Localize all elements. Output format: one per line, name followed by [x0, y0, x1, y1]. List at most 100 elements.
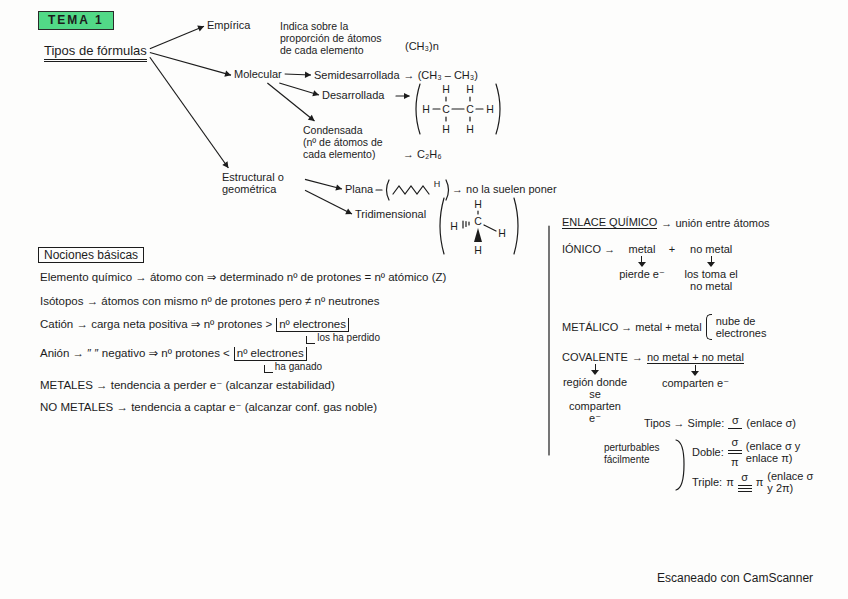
- definition-node: Indica sobre la proporción de átomos de …: [280, 20, 390, 56]
- text-column: nº electronesha ganado: [234, 347, 322, 373]
- node-note: (nº de átomos de cada elemento): [303, 136, 399, 160]
- placement: H: [472, 244, 484, 256]
- node-label: Indica sobre la proporción de átomos de …: [280, 20, 390, 56]
- note-text: → no la suelen poner: [452, 183, 557, 195]
- bond-symbol-text: π: [726, 476, 734, 488]
- bond-line: [738, 485, 752, 486]
- connector-arrow: [279, 83, 319, 96]
- bond-line: [728, 453, 742, 454]
- placement: Plana: [345, 183, 373, 195]
- arrow-head: [305, 72, 311, 78]
- atom-symbol: H: [472, 244, 484, 256]
- formula-text: → C₂H₆: [403, 148, 442, 160]
- placement: METÁLICO → metal + metalnube de electron…: [562, 314, 774, 340]
- note-text: Triple:: [692, 476, 722, 488]
- text-row: Condensada(nº de átomos de cada elemento…: [303, 124, 442, 160]
- curly-brace: [706, 314, 712, 340]
- bond-lines: [433, 108, 483, 109]
- concept-node: Tridimensional: [355, 208, 426, 220]
- text-column: nº electroneslos ha perdido: [276, 318, 380, 344]
- connector-line: [150, 26, 204, 49]
- note-text: (enlace σ y 2π): [767, 470, 821, 494]
- zigzag-chain: [393, 186, 429, 194]
- note-text: no metal: [690, 243, 732, 255]
- connector-line: [305, 190, 352, 214]
- arrow-head: [345, 208, 352, 214]
- concept-node: Condensada(nº de átomos de cada elemento…: [303, 124, 399, 160]
- topic-node: Tipos de fórmulas: [44, 43, 147, 62]
- text-row: ENLACE QUÍMICO→ unión entre átomos: [562, 216, 770, 229]
- placement: Empírica: [207, 19, 250, 31]
- atom-symbol: H: [484, 103, 496, 115]
- down-arrow: [691, 365, 699, 376]
- text-row: Tipos → Simple:σ(enlace σ): [644, 414, 796, 431]
- concept-node: Molecular: [234, 68, 282, 80]
- placement: H: [464, 83, 476, 95]
- parenthesis: [387, 180, 390, 200]
- concept-node: Empírica: [207, 19, 250, 31]
- dash-line: [376, 189, 382, 190]
- placement: NO METALES → tendencia a captar e⁻ (alca…: [40, 401, 377, 413]
- text-column: σπ: [728, 436, 742, 468]
- placement: → no la suelen poner: [452, 183, 557, 195]
- arrow-head: [707, 262, 715, 267]
- placement: Desarrollada: [322, 89, 384, 101]
- placement: C: [440, 103, 452, 115]
- text-row: los ha perdido: [276, 332, 380, 344]
- solid-wedge: [474, 228, 482, 242]
- atom-symbol: H: [431, 178, 443, 190]
- text-column: no metallos toma el no metal: [679, 243, 743, 292]
- note-text: METALES → tendencia a perder e⁻ (alcanza…: [40, 379, 335, 391]
- placement: Escaneado con CamScanner: [657, 572, 813, 584]
- note-text: comparten e⁻: [662, 377, 729, 389]
- connector-arrow: [150, 57, 229, 168]
- note-text: no metal + no metal: [647, 351, 744, 364]
- side-note: ha ganado: [275, 361, 322, 373]
- text-row: Triple:πσπ(enlace σ y 2π): [692, 470, 821, 494]
- note-text: nº electrones: [234, 347, 307, 361]
- bond-line: [738, 491, 752, 492]
- arrow-head: [691, 371, 699, 376]
- bond-symbol: [728, 448, 742, 456]
- note-text: COVALENTE: [562, 351, 628, 363]
- connector-arrow: [150, 26, 204, 49]
- placement: H: [484, 103, 496, 115]
- brace-line: [676, 440, 684, 490]
- placement: Molecular: [234, 68, 282, 80]
- note-text: Anión → ″ ″ negativo ⇒ nº protones <: [40, 347, 230, 359]
- placement: TEMA 1: [38, 11, 114, 30]
- sketch-lines: [376, 84, 684, 490]
- placement: Tridimensional: [355, 208, 426, 220]
- arrow-head: [197, 26, 204, 32]
- placement: IÓNICO →metalpierde e⁻+no metallos toma …: [562, 243, 743, 292]
- placement: H: [448, 220, 460, 232]
- placement: Doble:σπ(enlace σ y enlace π): [692, 436, 810, 468]
- hook-arrow: [264, 365, 273, 373]
- note-text: → unión entre átomos: [661, 217, 769, 229]
- bond-line: [728, 450, 742, 451]
- text-column: COVALENTE región donde se comparten e⁻: [562, 351, 628, 424]
- atom-symbol: C: [440, 103, 452, 115]
- placement: Isótopos → átomos con mismo nº de proton…: [40, 295, 379, 307]
- placement: H: [464, 123, 476, 135]
- bond-line: [738, 488, 752, 489]
- text-row: Semidesarrollada→ (CH₃ – CH₃): [314, 69, 478, 81]
- placement: Tipos → Simple:σ(enlace σ): [644, 414, 796, 431]
- arrow-head: [224, 71, 231, 77]
- text-row: Doble:σπ(enlace σ y enlace π): [692, 436, 810, 468]
- placement: perturbables fácilmente: [604, 442, 672, 466]
- bond-symbol-text: σ: [732, 414, 739, 426]
- arrow-head: [638, 262, 646, 267]
- note-text: METÁLICO → metal + metal: [562, 321, 702, 333]
- note-text: metal: [629, 243, 656, 255]
- note-text: (enlace σ): [746, 417, 796, 429]
- placement: Catión → carga neta positiva ⇒ nº proton…: [40, 318, 380, 344]
- placement: ENLACE QUÍMICO→ unión entre átomos: [562, 216, 770, 229]
- bond-lines: [477, 211, 478, 214]
- note-text: Isótopos → átomos con mismo nº de proton…: [40, 295, 379, 307]
- bond-lines: [484, 225, 496, 231]
- arrow-head: [222, 161, 228, 168]
- note-text: región donde se comparten e⁻: [562, 376, 628, 424]
- placement: Condensada(nº de átomos de cada elemento…: [303, 124, 442, 160]
